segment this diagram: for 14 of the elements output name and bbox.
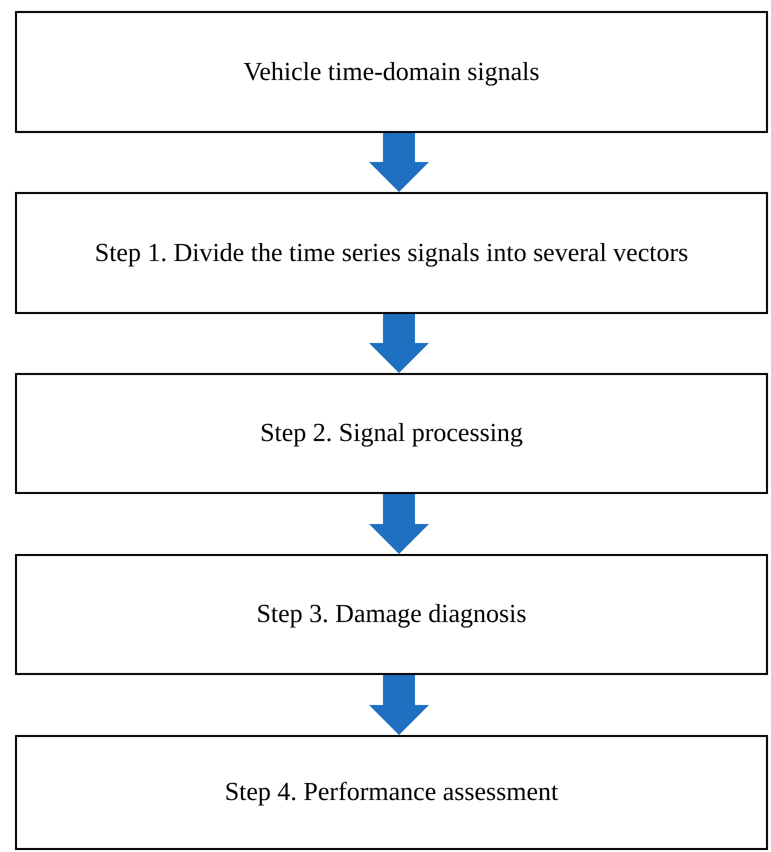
process-box xyxy=(15,373,768,494)
arrow xyxy=(369,314,429,373)
step-text: Step 3. Damage diagnosis xyxy=(256,598,527,630)
step-text: Step 4. Performance assessment xyxy=(224,776,558,808)
step-text: Vehicle time-domain signals xyxy=(243,56,540,88)
arrow xyxy=(369,494,429,554)
arrow xyxy=(369,133,429,192)
process-box xyxy=(15,554,768,675)
process-box xyxy=(15,11,768,133)
process-box xyxy=(15,735,768,850)
step-text: Step 2. Signal processing xyxy=(260,417,523,450)
step-text: Step 1. Divide the time series signals into several vectors xyxy=(94,236,688,269)
arrow xyxy=(369,675,429,735)
process-box xyxy=(15,192,768,314)
